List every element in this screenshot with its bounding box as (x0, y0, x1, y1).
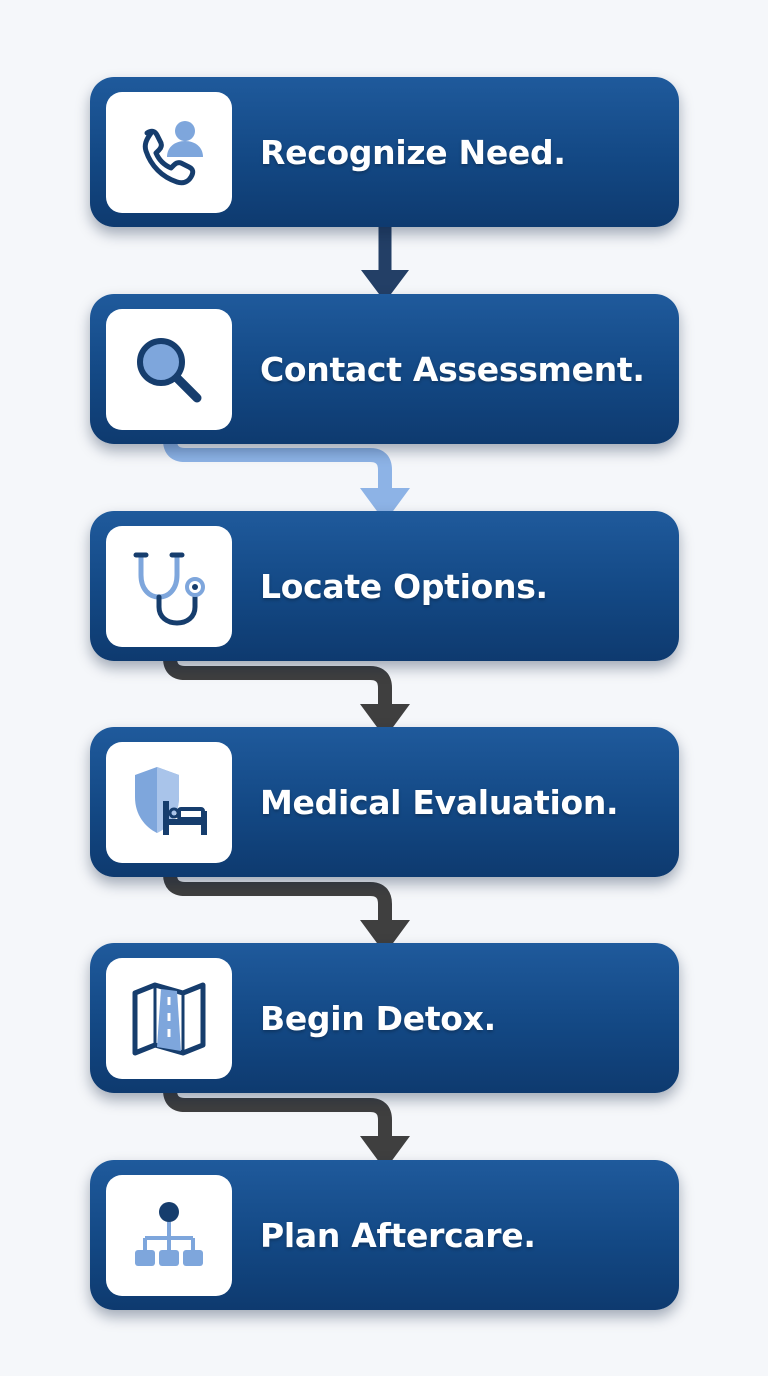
step-icon-box (106, 526, 232, 647)
step-begin-detox: Begin Detox. (90, 943, 679, 1093)
step-label: Begin Detox. (260, 998, 496, 1038)
step-label: Locate Options. (260, 566, 548, 606)
step-locate-options: Locate Options. (90, 511, 679, 661)
step-label: Medical Evaluation. (260, 782, 619, 822)
connector-arrow-1 (361, 226, 409, 302)
step-recognize-need: Recognize Need. (90, 77, 679, 227)
step-plan-aftercare: Plan Aftercare. (90, 1160, 679, 1310)
step-icon-box (106, 958, 232, 1079)
magnifier-icon (137, 337, 202, 402)
step-label: Plan Aftercare. (260, 1215, 536, 1255)
step-label: Recognize Need. (260, 132, 566, 172)
org-chart-icon (135, 1201, 203, 1266)
step-icon-box (106, 309, 232, 430)
step-contact-assessment: Contact Assessment. (90, 294, 679, 444)
connector-arrow-3 (163, 648, 410, 738)
connector-arrow-5 (163, 1080, 410, 1170)
shield-bed-icon (135, 766, 207, 835)
step-icon-box (106, 1175, 232, 1296)
connector-arrow-2 (163, 430, 410, 522)
step-label: Contact Assessment. (260, 349, 645, 389)
connector-arrow-4 (163, 864, 410, 954)
phone-user-icon (142, 120, 203, 185)
stethoscope-icon (133, 552, 205, 626)
step-icon-box (106, 92, 232, 213)
step-icon-box (106, 742, 232, 863)
road-map-icon (132, 982, 206, 1055)
step-medical-evaluation: Medical Evaluation. (90, 727, 679, 877)
